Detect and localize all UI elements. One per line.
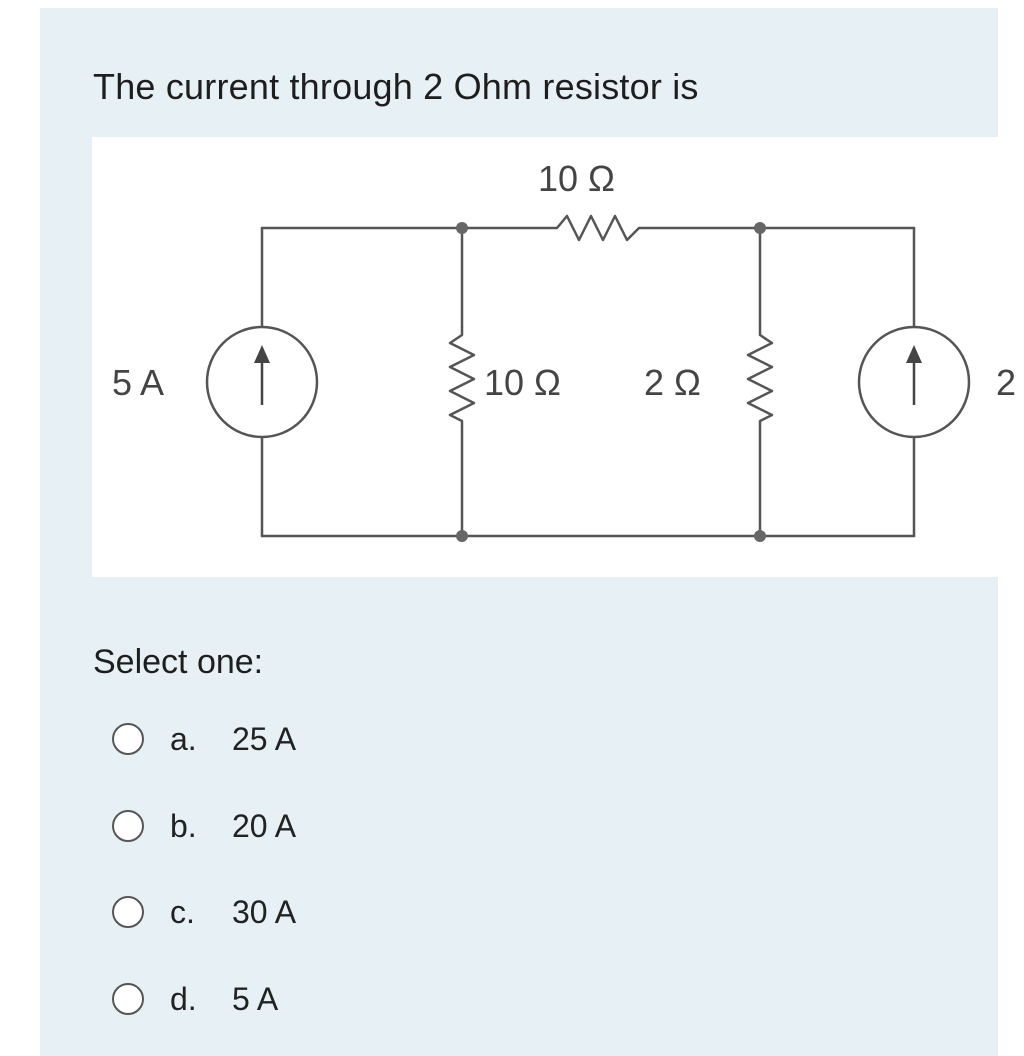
top-resistor-10ohm [547, 214, 659, 242]
question-text: The current through 2 Ohm resistor is [93, 66, 699, 107]
option-text: 20 A [232, 807, 297, 844]
radio-button[interactable] [112, 723, 144, 755]
radio-button[interactable] [112, 810, 144, 842]
option-text: 25 A [232, 720, 297, 757]
label-resistor-2ohm: 2 Ω [644, 362, 701, 403]
circuit-svg: 10 Ω 5 A 10 Ω 2 Ω 2 [112, 158, 1016, 542]
label-top-resistor: 10 Ω [538, 158, 615, 199]
option-letter: a. [170, 720, 197, 757]
resistor-2ohm [746, 327, 774, 427]
junction-dot [456, 222, 468, 234]
label-resistor-10ohm: 10 Ω [484, 362, 561, 403]
option-c[interactable]: c. 30 A [112, 887, 296, 937]
option-text: 30 A [232, 893, 297, 930]
radio-button[interactable] [112, 983, 144, 1015]
option-d[interactable]: d. 5 A [112, 974, 278, 1024]
option-text: 5 A [232, 980, 279, 1017]
option-letter: d. [170, 980, 197, 1017]
left-source-arrowhead [254, 345, 270, 363]
option-a[interactable]: a. 25 A [112, 714, 296, 764]
junction-dot [754, 222, 766, 234]
junction-dot [754, 530, 766, 542]
option-letter: b. [170, 807, 197, 844]
junction-dot [456, 530, 468, 542]
label-right-source: 2 [996, 362, 1016, 403]
circuit-diagram: 10 Ω 5 A 10 Ω 2 Ω 2 [92, 137, 1024, 577]
resistor-10ohm [448, 327, 476, 427]
label-left-source: 5 A [112, 362, 164, 403]
option-letter: c. [170, 893, 195, 930]
option-b[interactable]: b. 20 A [112, 801, 296, 851]
right-source-arrowhead [906, 345, 922, 363]
radio-button[interactable] [112, 896, 144, 928]
select-one-label: Select one: [93, 643, 264, 681]
